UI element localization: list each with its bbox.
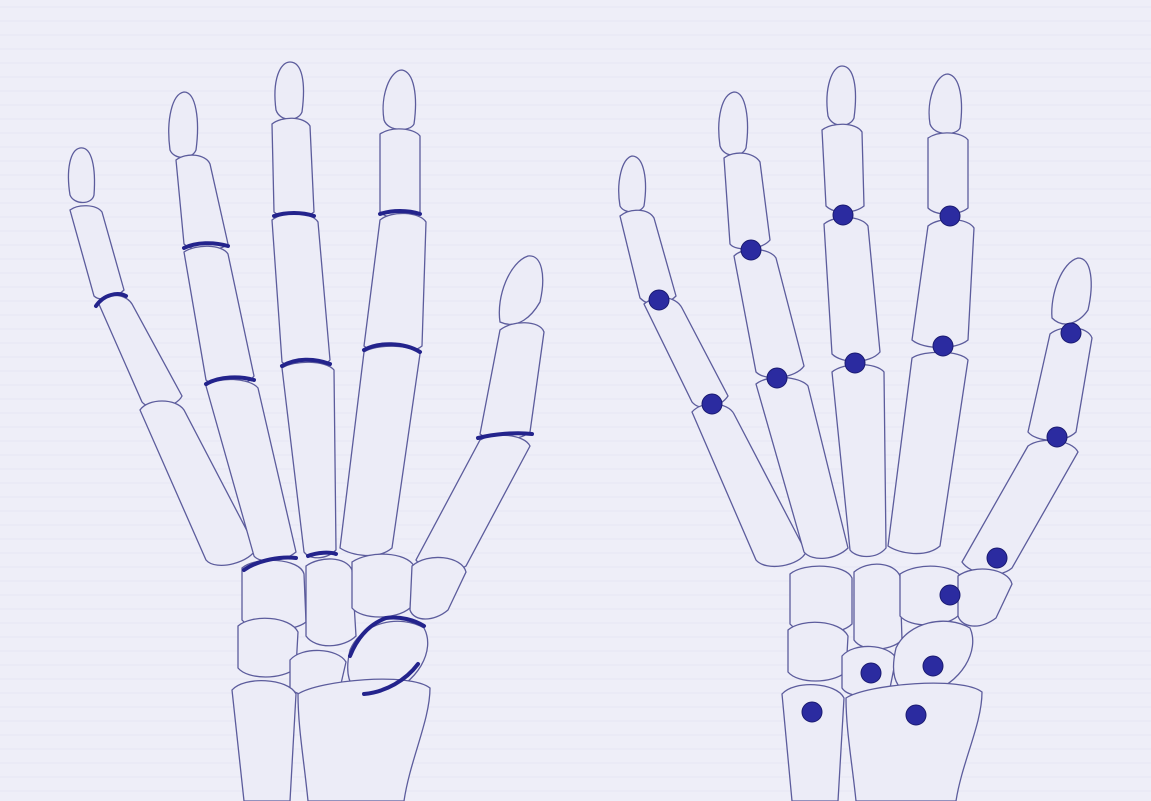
right-ring-distal-phalanx <box>719 92 748 155</box>
left-ulna <box>232 681 296 801</box>
right-joint-dot-thumb-ip <box>1061 323 1081 343</box>
right-index-middle-phalanx <box>928 133 968 214</box>
right-joint-dot-little-pip <box>702 394 722 414</box>
right-joint-dot-middle-dip <box>833 205 853 225</box>
left-triquetrum <box>238 618 298 677</box>
left-capitate <box>306 559 356 646</box>
right-joint-dot-little-dip <box>649 290 669 310</box>
right-joint-dot-scaphoid <box>923 656 943 676</box>
left-trapezoid <box>352 554 414 617</box>
right-middle-middle-phalanx <box>822 124 864 212</box>
right-joint-dot-thumb-cmc <box>987 548 1007 568</box>
right-triquetrum <box>788 622 848 681</box>
right-middle-distal-phalanx <box>827 66 856 125</box>
right-joint-dot-index-dip <box>940 206 960 226</box>
right-joint-dot-ring-pip <box>767 368 787 388</box>
right-joint-dot-middle-pip <box>845 353 865 373</box>
left-middle-middle-phalanx <box>272 118 314 218</box>
right-joint-dot-radius <box>906 705 926 725</box>
right-capitate <box>854 564 902 649</box>
right-joint-dot-thumb-mcp <box>1047 427 1067 447</box>
left-index-middle-phalanx <box>380 129 420 218</box>
right-joint-dot-trapezium <box>940 585 960 605</box>
right-joint-dot-ring-dip <box>741 240 761 260</box>
left-middle-distal-phalanx <box>275 62 304 119</box>
left-little-distal-phalanx <box>68 148 94 203</box>
right-joint-dot-ulna <box>802 702 822 722</box>
right-joint-dot-index-pip <box>933 336 953 356</box>
right-joint-dot-lunate <box>861 663 881 683</box>
